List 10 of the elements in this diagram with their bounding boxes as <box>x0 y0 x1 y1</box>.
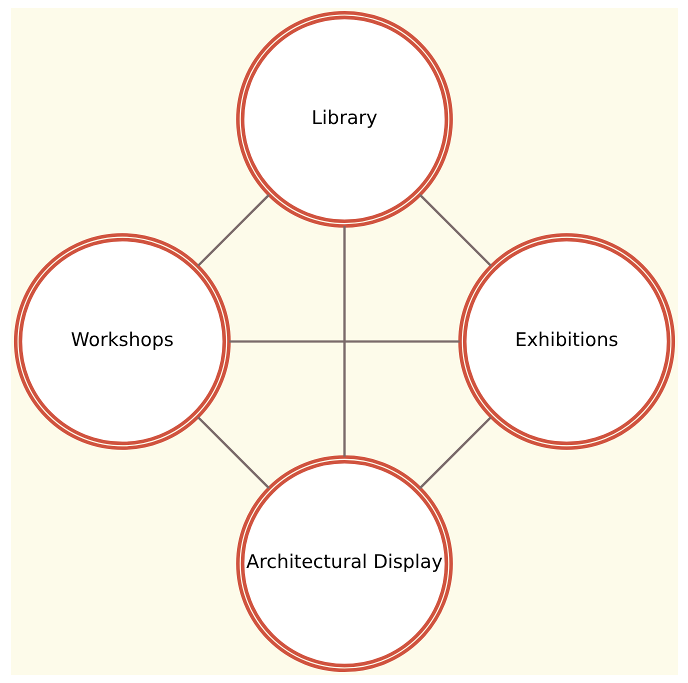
connector <box>418 416 492 489</box>
connector <box>196 194 270 267</box>
connector <box>342 226 346 457</box>
node-circle: Workshops <box>13 233 230 450</box>
node-circle: Exhibitions <box>458 233 675 450</box>
connector <box>418 194 492 267</box>
node-circle: Library <box>236 10 452 228</box>
node-circle: Architectural Display <box>236 455 452 672</box>
connector <box>228 340 460 343</box>
connector <box>196 416 270 489</box>
